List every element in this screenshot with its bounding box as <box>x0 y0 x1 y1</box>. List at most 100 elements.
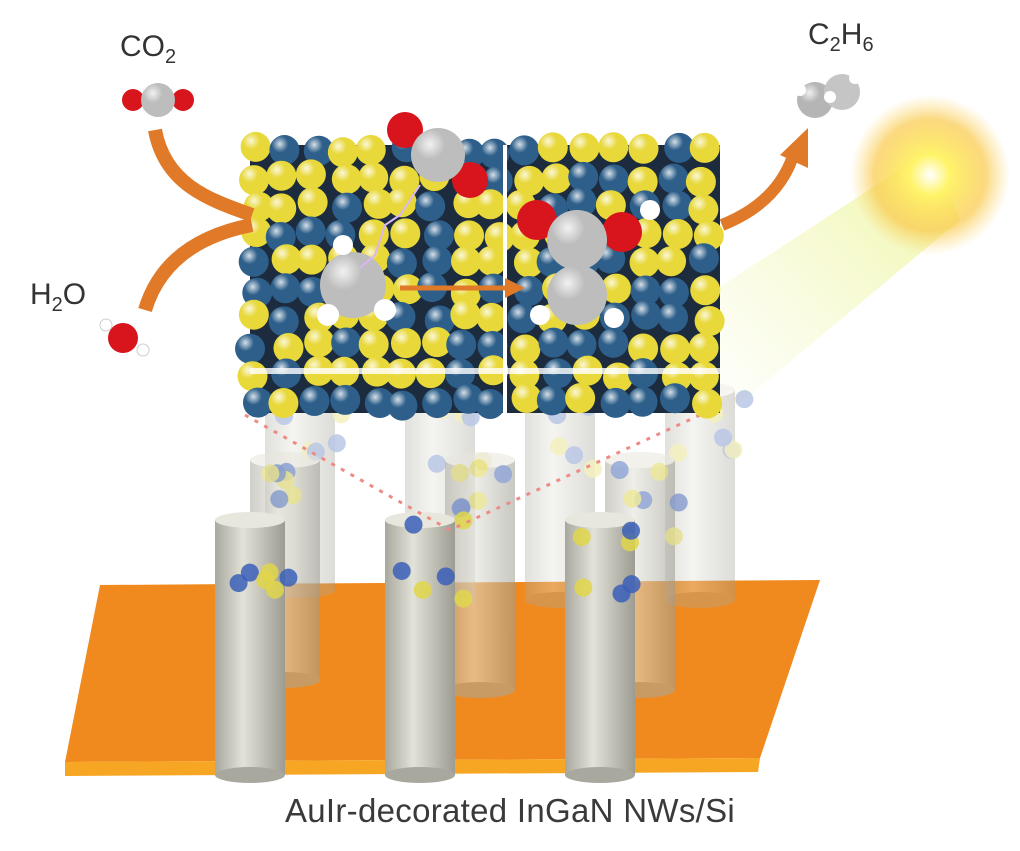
atom-highlight <box>600 387 631 418</box>
auir-cluster <box>722 441 741 460</box>
atom-highlight <box>536 385 567 416</box>
c2h6-label: C2H6 <box>808 18 874 56</box>
atom-highlight <box>295 216 326 247</box>
auir-cluster <box>469 459 488 478</box>
atom-highlight <box>514 165 545 196</box>
atom-highlight <box>454 220 485 251</box>
auir-cluster <box>261 464 280 483</box>
atom-highlight <box>299 386 330 417</box>
atom-highlight <box>239 165 270 196</box>
atom-highlight <box>327 137 358 168</box>
atom-highlight <box>513 247 544 278</box>
atom-highlight <box>386 248 417 279</box>
auir-cluster <box>267 464 286 483</box>
atom-highlight <box>297 276 328 307</box>
auir-cluster <box>572 527 591 546</box>
co2-molecule-icon <box>122 83 194 117</box>
atom-highlight <box>268 306 299 337</box>
co2-inflow-arrow <box>148 128 255 222</box>
electron-transfer-spark <box>359 184 421 269</box>
atom-highlight <box>688 332 719 363</box>
nanowire-array <box>215 381 754 783</box>
atom-highlight <box>390 218 421 249</box>
atom-highlight <box>237 361 268 392</box>
atom-highlight <box>598 132 629 163</box>
auir-cluster <box>279 568 298 587</box>
auir-cluster <box>621 521 640 540</box>
auir-cluster <box>669 443 688 462</box>
h2o-molecule-icon <box>99 318 150 357</box>
atom-highlight <box>297 187 328 218</box>
atom-highlight <box>660 334 691 365</box>
atom-highlight <box>541 163 572 194</box>
atom-highlight <box>598 164 629 195</box>
zoom-lines <box>244 413 701 532</box>
atom-highlight <box>659 383 690 414</box>
atom-highlight <box>266 193 297 224</box>
atom-highlight <box>422 388 453 419</box>
auir-cluster <box>392 561 411 580</box>
atom-highlight <box>598 327 629 358</box>
atom-highlight <box>664 132 695 163</box>
atom-highlight <box>358 329 389 360</box>
atom-highlight <box>507 303 538 334</box>
auir-cluster <box>584 459 603 478</box>
atom-highlight <box>296 244 327 275</box>
atom-highlight <box>628 133 659 164</box>
adsorbed-intermediate-left <box>317 235 396 326</box>
atom-highlight <box>364 387 395 418</box>
auir-cluster <box>240 563 259 582</box>
atom-highlight <box>390 328 421 359</box>
atom-highlight <box>690 275 721 306</box>
atom-highlight <box>387 390 418 421</box>
auir-cluster <box>452 498 471 517</box>
auir-cluster <box>256 571 275 590</box>
atom-highlight <box>446 329 477 360</box>
atom-highlight <box>450 246 481 277</box>
atom-highlight <box>423 220 454 251</box>
atom-highlight <box>565 383 596 414</box>
auir-cluster <box>664 527 683 546</box>
auir-cluster <box>669 493 688 512</box>
atom-highlight <box>692 388 723 419</box>
c2h6-molecule-icon <box>794 72 861 118</box>
atom-highlight <box>475 189 506 220</box>
atom-highlight <box>511 383 542 414</box>
atom-highlight <box>475 388 506 419</box>
atom-highlight <box>358 219 389 250</box>
h2o-inflow-arrow <box>138 218 254 313</box>
atom-highlight <box>627 166 658 197</box>
auir-cluster <box>270 490 289 509</box>
atom-highlight <box>386 187 417 218</box>
atom-highlight <box>688 194 719 225</box>
atom-highlight <box>602 362 633 393</box>
atom-highlight <box>694 305 725 336</box>
atom-highlight <box>568 161 599 192</box>
h2o-label: H2O <box>30 278 87 316</box>
atom-highlight <box>662 190 693 221</box>
atom-highlight <box>415 191 446 222</box>
atom-highlight <box>422 245 453 276</box>
atom-highlight <box>628 333 659 364</box>
atom-highlight <box>355 134 386 165</box>
nanowire <box>385 511 473 783</box>
atom-highlight <box>266 160 297 191</box>
atom-highlight <box>537 132 568 163</box>
atom-highlight <box>658 277 689 308</box>
nanowire <box>215 512 298 783</box>
atom-highlight <box>268 388 299 419</box>
atom-highlight <box>566 187 597 218</box>
atom-highlight <box>477 330 508 361</box>
atom-highlight <box>476 302 507 333</box>
auir-cluster <box>427 454 446 473</box>
auir-cluster <box>454 589 473 608</box>
co2-label: CO2 <box>120 30 177 68</box>
nanowire <box>565 512 641 783</box>
atom-highlight <box>450 299 481 330</box>
atom-highlight <box>358 162 389 193</box>
atom-highlight <box>566 329 597 360</box>
auir-cluster <box>724 440 743 459</box>
atom-highlight <box>363 188 394 219</box>
atom-highlight <box>303 135 334 166</box>
